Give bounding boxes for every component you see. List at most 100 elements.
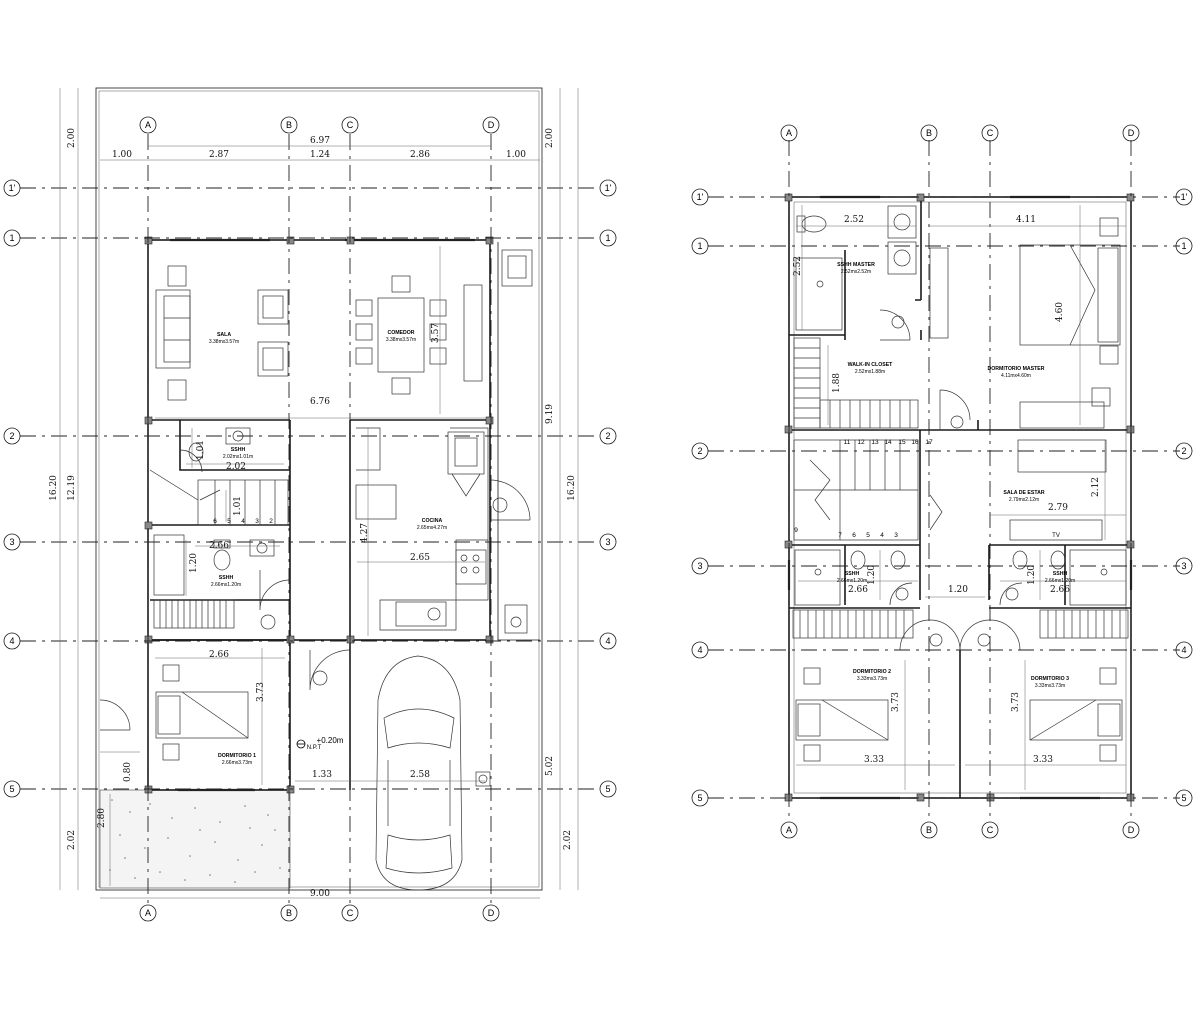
axis-bubble: B	[926, 128, 932, 138]
room-dorm1-area: 2.66mx3.73m	[222, 760, 252, 766]
dim-sala-width: 6.76	[310, 397, 330, 407]
garden-area	[99, 789, 291, 889]
dim-entry-1: 0.80	[123, 762, 133, 782]
stair-step: 16	[911, 439, 919, 446]
axis-bubble: 4	[9, 636, 14, 646]
dim-ssh2-height: 1.20	[189, 553, 199, 573]
tv-unit	[1009, 519, 1103, 541]
room-ssh1-name: SSHH	[231, 447, 246, 453]
axis-bubble: 1	[697, 241, 702, 251]
stair-step: 4	[880, 532, 884, 539]
dim-top-1: 1.00	[112, 150, 132, 160]
dim-left-1: 2.00	[67, 128, 77, 148]
sshh-ground-fixtures	[153, 427, 275, 596]
dim-dorm1-width: 2.66	[209, 650, 229, 660]
axis-bubble: 1'	[605, 183, 612, 193]
axis-bubble: 1	[605, 233, 610, 243]
room-dorm-master-area: 4.11mx4.60m	[1001, 373, 1031, 379]
stair-step: 14	[884, 439, 892, 446]
dim-dorm-master-height: 4.60	[1055, 302, 1065, 322]
room-estar-name: SALA DE ESTAR	[1003, 490, 1044, 496]
dorm-master-furniture	[1017, 217, 1121, 473]
dim-ssh-left-height: 1.20	[867, 565, 877, 585]
axis-bubble: B	[286, 908, 292, 918]
room-dorm2-name: DORMITORIO 2	[853, 669, 891, 675]
axis-bubble: 1	[9, 233, 14, 243]
dimension-lines-ground	[59, 88, 579, 899]
stair-step: 5	[866, 532, 870, 539]
master-bath-fixtures	[795, 205, 949, 339]
level-marker: +0.20m N.P.T	[296, 736, 344, 751]
axis-bubble: 1	[1181, 241, 1186, 251]
room-master-bath-name: SSHH MASTER	[837, 262, 875, 268]
dim-top-5: 1.00	[506, 150, 526, 160]
dormitorio-1-outline	[147, 639, 291, 791]
dim-top-2: 2.87	[209, 150, 229, 160]
dormitorio-1-furniture	[155, 664, 249, 761]
dim-right-3: 16.20	[567, 475, 577, 501]
dim-ssh2-width: 2.66	[209, 541, 229, 551]
dim-right-5: 2.02	[563, 830, 573, 850]
dim-stair-width: 1.01	[233, 496, 243, 516]
closet-stairs	[793, 337, 919, 429]
room-cocina-area: 2.65mx4.27m	[417, 525, 447, 531]
dim-right-4: 5.02	[545, 756, 555, 776]
house-outline	[147, 239, 491, 641]
doors-ground	[99, 449, 531, 731]
dim-ssh1-width: 2.02	[226, 462, 246, 472]
stair-step: 3	[255, 518, 259, 525]
room-ssh-left-area: 2.66mx1.20m	[837, 578, 867, 584]
room-ssh1-area: 2.02mx1.01m	[223, 454, 253, 460]
room-comedor-name: COMEDOR	[387, 330, 414, 336]
room-comedor-area: 3.38mx3.57m	[386, 337, 416, 343]
dim-ssh-left-width: 2.66	[848, 585, 868, 595]
dim-top-3: 1.24	[310, 150, 330, 160]
axis-bubble: C	[987, 825, 994, 835]
stair-step: 6	[213, 518, 217, 525]
axis-bubble: 1'	[9, 183, 16, 193]
stair-step: 9	[794, 527, 798, 534]
ground-floor-plan: +0.20m N.P.T	[3, 87, 617, 922]
stair-step: 11	[844, 439, 851, 446]
axis-bubble: 4	[697, 645, 702, 655]
lot-boundary-inner	[98, 90, 540, 888]
axis-bubble: 5	[605, 784, 610, 794]
axis-bubble: 4	[1181, 645, 1186, 655]
axis-bubble: A	[786, 128, 792, 138]
axis-bubble: 2	[605, 431, 610, 441]
room-dorm3-name: DORMITORIO 3	[1031, 676, 1069, 682]
axis-bubble: 3	[9, 537, 14, 547]
dim-dorm2-width: 3.33	[864, 755, 884, 765]
dim-dorm1-height: 3.73	[256, 682, 266, 702]
axis-bubble: A	[145, 908, 151, 918]
room-master-bath-area: 2.52mx2.52m	[841, 269, 871, 275]
axis-bubble: 1'	[697, 192, 704, 202]
axis-bubble: B	[926, 825, 932, 835]
room-dorm2-area: 3.33mx3.73m	[857, 676, 887, 682]
axis-bubble: 2	[1181, 446, 1186, 456]
room-cocina-name: COCINA	[422, 518, 443, 524]
axis-bubble: 5	[1181, 793, 1186, 803]
axis-bubble: D	[488, 908, 495, 918]
dim-ssh-right-height: 1.20	[1027, 565, 1037, 585]
axis-bubble: 5	[697, 793, 702, 803]
dim-dorm-master-width: 4.11	[1016, 215, 1036, 225]
room-dorm-master-name: DORMITORIO MASTER	[988, 366, 1045, 372]
room-sala-name: SALA	[217, 332, 231, 338]
dim-estar-height: 2.12	[1091, 477, 1101, 497]
grid-lines-ground	[20, 134, 600, 905]
axis-bubble: 5	[9, 784, 14, 794]
comedor-furniture	[355, 275, 483, 395]
dim-left-4: 2.02	[67, 830, 77, 850]
grid-lines-upper	[708, 140, 1180, 822]
room-ssh2-area: 2.66mx1.20m	[211, 582, 241, 588]
dim-top-total: 6.97	[310, 136, 330, 146]
axis-bubble: 3	[605, 537, 610, 547]
axis-bubble: 2	[9, 431, 14, 441]
dim-cocina-height: 4.27	[360, 523, 370, 543]
dim-ssh-right-width: 2.66	[1050, 585, 1070, 595]
stair-step: 15	[898, 439, 906, 446]
axis-bubble: B	[286, 120, 292, 130]
dim-cocina-width: 2.65	[410, 553, 430, 563]
